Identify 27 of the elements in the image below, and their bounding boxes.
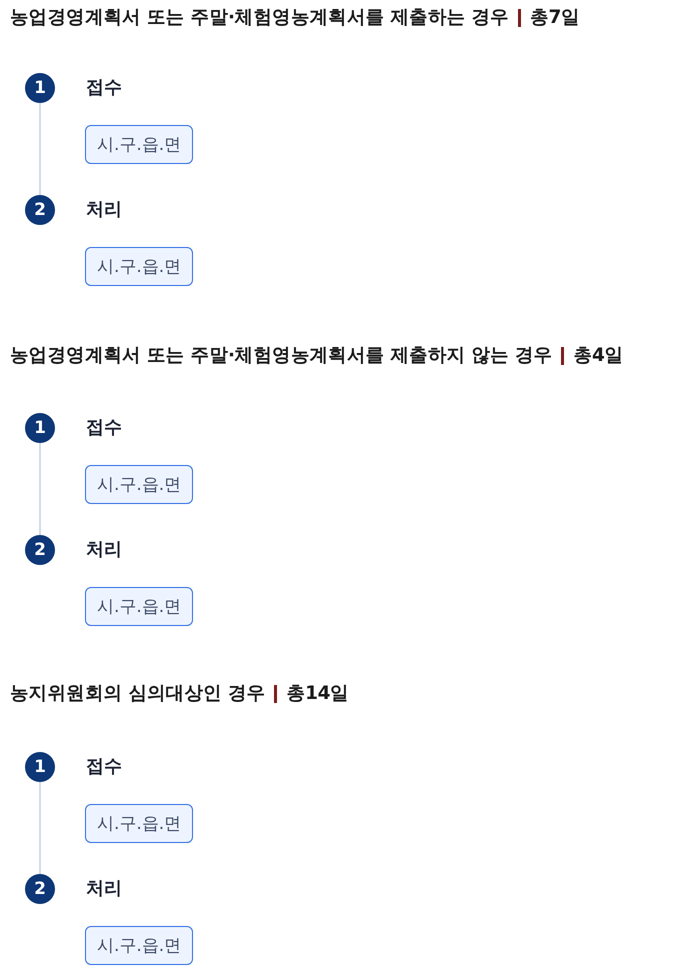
step-title: 접수 bbox=[86, 416, 122, 440]
step-title: 처리 bbox=[86, 538, 122, 562]
step-number: 2 bbox=[25, 535, 55, 565]
step-number: 1 bbox=[25, 73, 55, 103]
step-number: 2 bbox=[25, 874, 55, 904]
step-number: 1 bbox=[25, 413, 55, 443]
total-duration: 총4일 bbox=[573, 344, 624, 368]
connector-line bbox=[39, 103, 41, 195]
step-title: 접수 bbox=[86, 76, 122, 100]
total-duration: 총14일 bbox=[286, 682, 349, 706]
connector-line bbox=[39, 443, 41, 535]
step-title: 접수 bbox=[86, 755, 122, 779]
office-tag: 시.구.읍.면 bbox=[85, 926, 194, 965]
step-title: 처리 bbox=[86, 198, 122, 222]
office-tag: 시.구.읍.면 bbox=[85, 125, 194, 164]
office-tag: 시.구.읍.면 bbox=[85, 587, 194, 626]
connector-line bbox=[39, 782, 41, 874]
section-heading: 농업경영계획서 또는 주말·체험영농계획서를 제출하지 않는 경우 bbox=[10, 344, 552, 368]
step-title: 처리 bbox=[86, 877, 122, 901]
section-heading: 농지위원회의 심의대상인 경우 bbox=[10, 682, 266, 706]
office-tag: 시.구.읍.면 bbox=[85, 804, 194, 843]
total-duration: 총7일 bbox=[530, 6, 580, 30]
section-heading: 농업경영계획서 또는 주말·체험영농계획서를 제출하는 경우 bbox=[10, 6, 509, 30]
step-number: 1 bbox=[25, 752, 55, 782]
step-number: 2 bbox=[25, 195, 55, 225]
office-tag: 시.구.읍.면 bbox=[85, 465, 194, 504]
office-tag: 시.구.읍.면 bbox=[85, 247, 194, 286]
